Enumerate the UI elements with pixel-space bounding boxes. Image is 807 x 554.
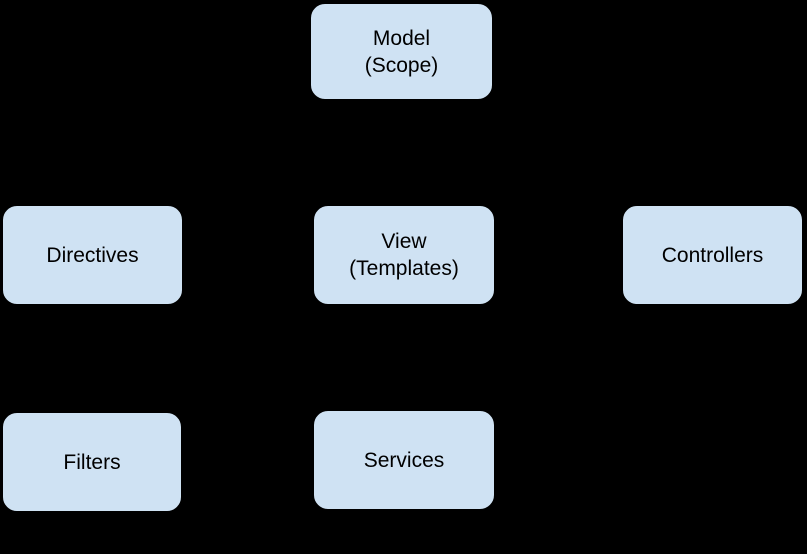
node-controllers: Controllers bbox=[622, 205, 803, 305]
node-controllers-label: Controllers bbox=[661, 243, 764, 267]
node-directives: Directives bbox=[2, 205, 183, 305]
node-view-label-line2: (Templates) bbox=[349, 257, 459, 280]
node-directives-label: Directives bbox=[46, 243, 139, 267]
node-view-label-line1: View bbox=[381, 230, 427, 253]
node-services: Services bbox=[313, 410, 495, 510]
node-filters-label: Filters bbox=[63, 450, 121, 474]
node-view: View (Templates) bbox=[313, 205, 495, 305]
node-model-label-line1: Model bbox=[372, 26, 431, 50]
node-model: Model (Scope) bbox=[310, 3, 493, 100]
node-filters: Filters bbox=[2, 412, 182, 512]
node-services-label: Services bbox=[363, 448, 445, 472]
node-model-label-line2: (Scope) bbox=[364, 53, 439, 77]
